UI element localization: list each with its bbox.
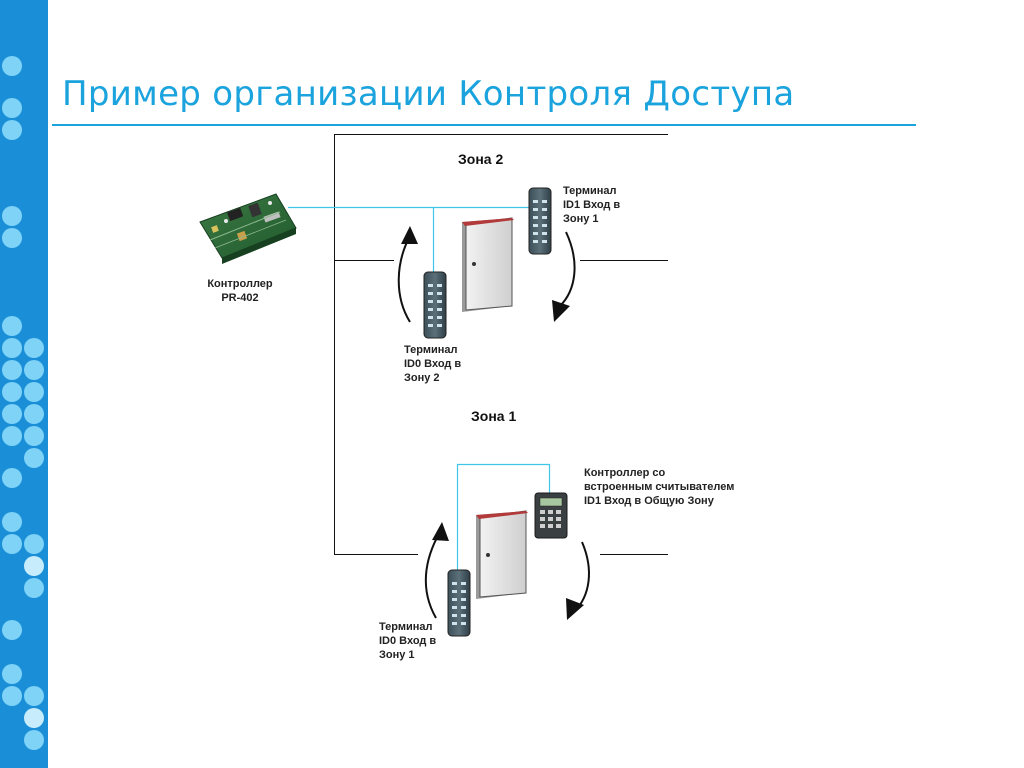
sidebar-dot (2, 686, 22, 706)
sidebar-dot (24, 730, 44, 750)
terminal-id0-zone1-label: Терминал ID0 Вход в Зону 1 (379, 621, 437, 661)
sidebar-dot (24, 556, 44, 576)
sidebar-dot (2, 56, 22, 76)
terminal-id0-zone1 (447, 569, 471, 637)
zone1-label: Зона 1 (471, 408, 517, 424)
terminal-id0-zone2-label: Терминал ID0 Вход в Зону 2 (404, 344, 462, 384)
sidebar-dot (24, 534, 44, 554)
sidebar-dot (24, 404, 44, 424)
door-zone2 (462, 217, 514, 312)
sidebar-dot (2, 360, 22, 380)
zone2-label: Зона 2 (458, 151, 504, 167)
arrow-entry-zone1 (424, 531, 441, 619)
title-underline (52, 124, 916, 126)
zone-walls (334, 134, 668, 555)
arrow-entry-zone2 (397, 235, 411, 323)
sidebar-dot (2, 382, 22, 402)
sidebar-dot (2, 338, 22, 358)
sidebar-dot (24, 338, 44, 358)
controller-pr402-label: Контроллер PR-402 (207, 278, 273, 304)
controller-builtin-reader (534, 492, 568, 539)
sidebar-dot (2, 228, 22, 248)
sidebar-dot (24, 708, 44, 728)
sidebar-dot (24, 382, 44, 402)
sidebar-dot (2, 426, 22, 446)
arrow-head (566, 598, 584, 620)
sidebar-dot (2, 512, 22, 532)
door-zone1 (476, 510, 528, 599)
sidebar-dot (2, 120, 22, 140)
sidebar-dot (24, 578, 44, 598)
sidebar-dot (2, 98, 22, 118)
terminal-id1-zone1 (528, 187, 552, 255)
direction-arrows (397, 231, 590, 619)
sidebar-dot (2, 664, 22, 684)
sidebar-decoration (0, 0, 48, 768)
sidebar-dot (24, 686, 44, 706)
sidebar-dot (24, 360, 44, 380)
slide-title: Пример организации Контроля Доступа (62, 74, 795, 114)
terminal-id1-zone1-label: Терминал ID1 Вход в Зону 1 (563, 185, 621, 225)
sidebar-dot (2, 534, 22, 554)
wire-zone1-terminals (456, 463, 551, 575)
controller-pr402-board (199, 193, 297, 264)
terminal-id0-zone2 (423, 271, 447, 339)
sidebar-dot (2, 404, 22, 424)
sidebar-dot (24, 448, 44, 468)
sidebar-dot (2, 468, 22, 488)
arrow-head (432, 522, 449, 541)
sidebar-dot (2, 620, 22, 640)
arrow-exit-zone2 (559, 231, 576, 307)
controller-builtin-label: Контроллер со встроенным считывателем ID… (584, 467, 735, 507)
sidebar-dot (2, 316, 22, 336)
sidebar-dot (2, 206, 22, 226)
arrow-head (401, 226, 418, 244)
arrow-head (552, 300, 570, 322)
arrow-heads (401, 226, 584, 620)
sidebar-dot (24, 426, 44, 446)
arrow-exit-zone1 (573, 541, 590, 613)
wiring (288, 206, 551, 575)
